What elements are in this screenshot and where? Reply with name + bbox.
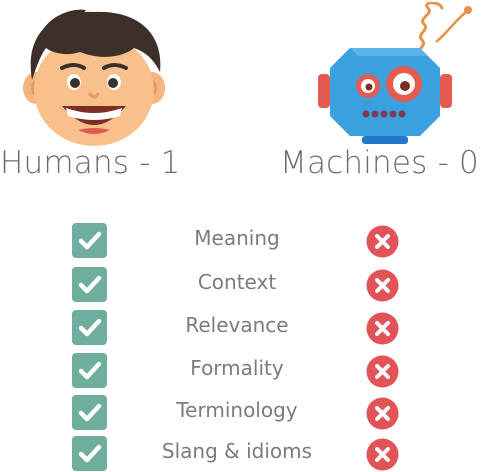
criterion-label: Terminology (176, 398, 298, 422)
cross-icon (366, 397, 399, 430)
criterion-label: Context (197, 270, 277, 294)
cross-icon (366, 312, 399, 345)
checkmark-icon (72, 310, 107, 345)
cross-icon (366, 269, 399, 302)
criterion-row-slang-idioms: Slang & idioms (0, 436, 487, 472)
checkmark-icon (72, 395, 107, 430)
checkmark-icon (72, 267, 107, 302)
criterion-label: Slang & idioms (161, 439, 313, 463)
checkmark-icon (72, 223, 107, 258)
checkmark-icon (72, 353, 107, 388)
humans-score: Humans - 1 (0, 145, 181, 181)
criterion-label: Relevance (185, 313, 289, 337)
cross-icon (366, 355, 399, 388)
criterion-label: Formality (190, 356, 284, 380)
robot-head-icon (318, 1, 474, 150)
smiling-boy-icon (14, 2, 170, 150)
criterion-label: Meaning (194, 226, 280, 250)
criterion-row-relevance: Relevance (0, 310, 487, 346)
criterion-row-context: Context (0, 267, 487, 303)
checkmark-icon (72, 436, 107, 471)
criterion-row-formality: Formality (0, 353, 487, 389)
criterion-row-meaning: Meaning (0, 223, 487, 259)
cross-icon (366, 438, 399, 471)
machines-score: Machines - 0 (280, 145, 479, 181)
criterion-row-terminology: Terminology (0, 395, 487, 431)
cross-icon (366, 225, 399, 258)
